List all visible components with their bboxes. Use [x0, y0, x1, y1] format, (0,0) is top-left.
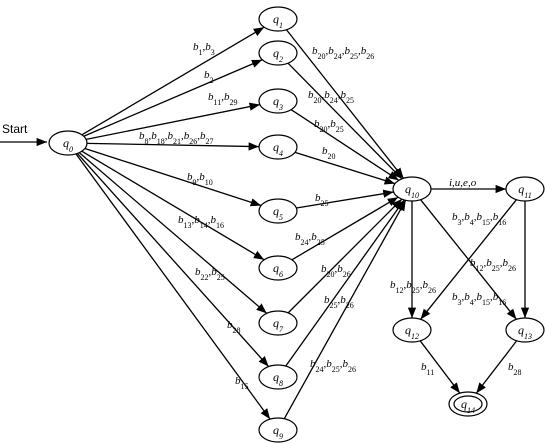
state-q6: q6	[258, 255, 298, 281]
state-label: q9	[273, 423, 283, 441]
transition-label-q3-q10: b20,b25	[314, 118, 344, 134]
transition-arrow-q9-q10	[283, 200, 407, 419]
state-ellipse	[392, 317, 432, 343]
transition-label-q0-q8: b28	[227, 319, 241, 335]
transition-label-q6-q10: b24,b25	[295, 231, 325, 247]
state-q11: q11	[505, 176, 545, 202]
transition-arrow-q11-q12	[420, 199, 517, 320]
transition-arrow-q0-q5	[84, 147, 262, 207]
transition-arrow-q12-q14	[419, 340, 461, 394]
transition-arrow-q3-q10	[290, 109, 400, 181]
state-ellipse	[505, 317, 545, 343]
transition-label-q8-q10: b25,b26	[324, 294, 354, 310]
state-q8: q8	[258, 364, 298, 390]
start-label: Start	[2, 122, 28, 136]
transition-label-q12-q14: b11	[421, 361, 434, 377]
state-label: q6	[273, 261, 283, 279]
transition-arrow-q0-q7	[78, 152, 268, 314]
transition-arrow-q1-q10	[285, 29, 405, 179]
state-q13: q13	[505, 317, 545, 343]
transition-label-q2-q10: b20,b24,b25	[308, 89, 354, 105]
transition-arrow-q0-q9	[75, 153, 271, 420]
transition-arrow-q8-q10	[285, 199, 405, 367]
final-state-ring	[453, 395, 483, 413]
state-label: q12	[405, 323, 419, 341]
transition-label-q0-q5: b9,b10	[187, 171, 213, 187]
state-label: q1	[273, 12, 283, 30]
state-label: q0	[63, 136, 73, 154]
transition-label-q0-q3: b11,b29	[208, 91, 237, 107]
transition-arrow-q0-q6	[81, 150, 265, 261]
transition-arrow-q0-q3	[85, 102, 261, 141]
transition-arrow-q0-q2	[83, 59, 263, 137]
transition-arrow-q13-q14	[475, 340, 518, 394]
transition-label-q13-q14: b28	[508, 361, 522, 377]
state-q1: q1	[258, 6, 298, 32]
state-q10: q10	[392, 176, 432, 202]
transition-arrow-q0-q8	[76, 153, 270, 367]
transition-label-q7-q10: b20,b26	[321, 263, 351, 279]
transition-label-q9-q10: b24,b25,b26	[310, 358, 356, 374]
transition-label-q0-q7: b22,b25	[195, 266, 225, 282]
transition-label-q0-q4: b8,b18,b21,b26,b27	[139, 130, 214, 146]
state-label: q4	[273, 140, 283, 158]
transition-label-q0-q9: b15	[235, 375, 249, 391]
transition-labels: b1,b3 b2 b11,b29 b8,b18,b21,b26,b27 b9,b10 b1…	[139, 41, 522, 391]
transition-label-q11-q13: b12,b25,b26	[470, 257, 516, 273]
state-ellipse	[258, 6, 298, 32]
transition-arrow-q5-q10	[296, 189, 394, 209]
transition-label-q11-q12: b3,b4,b15,b16	[452, 291, 506, 307]
state-ellipse	[392, 176, 432, 202]
transition-label-q0-q1: b1,b3	[193, 41, 215, 57]
transition-label-q0-q2: b2	[204, 69, 214, 85]
transition-arrow-q7-q10	[287, 198, 403, 314]
state-ellipse	[258, 255, 298, 281]
state-label: q13	[518, 323, 532, 341]
state-ellipse	[258, 88, 298, 114]
transitions	[75, 26, 530, 420]
state-q0: q0	[48, 130, 88, 156]
transition-label-q0-q6: b13,b14,b16	[178, 214, 224, 230]
transition-label-q4-q10: b20	[322, 145, 336, 161]
state-ellipse	[258, 310, 298, 336]
state-ellipse	[258, 417, 298, 443]
state-label: q3	[273, 94, 283, 112]
state-q3: q3	[258, 88, 298, 114]
transition-label-q10-q13: b3,b4,b15,b16	[452, 211, 506, 227]
state-label: q5	[273, 204, 283, 222]
transition-arrow-q6-q10	[291, 196, 399, 261]
state-q9: q9	[258, 417, 298, 443]
transition-arrow-q0-q1	[81, 26, 265, 136]
state-label: q14	[461, 397, 475, 415]
state-ellipse	[258, 40, 298, 66]
state-label: q10	[405, 182, 419, 200]
state-q14: q14	[448, 391, 488, 417]
transition-label-q5-q10: b25	[315, 192, 329, 208]
state-ellipse	[258, 364, 298, 390]
transition-arrow-q0-q4	[86, 142, 260, 151]
state-ellipse	[48, 130, 88, 156]
state-ellipse	[258, 134, 298, 160]
state-label: q2	[273, 46, 283, 64]
state-q4: q4	[258, 134, 298, 160]
state-label: q7	[273, 316, 284, 334]
state-ellipse	[505, 176, 545, 202]
transition-arrow-q4-q10	[294, 151, 396, 185]
state-q7: q7	[258, 310, 298, 336]
state-q12: q12	[392, 317, 432, 343]
state-label: q11	[518, 182, 531, 200]
transition-label-q10-q11: i,u,e,o	[449, 177, 477, 189]
state-q5: q5	[258, 198, 298, 224]
state-label: q8	[273, 370, 283, 388]
state-q2: q2	[258, 40, 298, 66]
states: q0 q1 q2 q3 q4 q5 q6 q7 q8 q9 q10 q11 q12 q13 q14	[48, 6, 545, 443]
state-ellipse	[258, 198, 298, 224]
transition-arrow-q2-q10	[287, 62, 403, 180]
transition-label-q1-q10: b20,b24,b25,b26	[312, 45, 374, 61]
transition-label-q10-q12: b12,b25,b26	[390, 279, 436, 295]
